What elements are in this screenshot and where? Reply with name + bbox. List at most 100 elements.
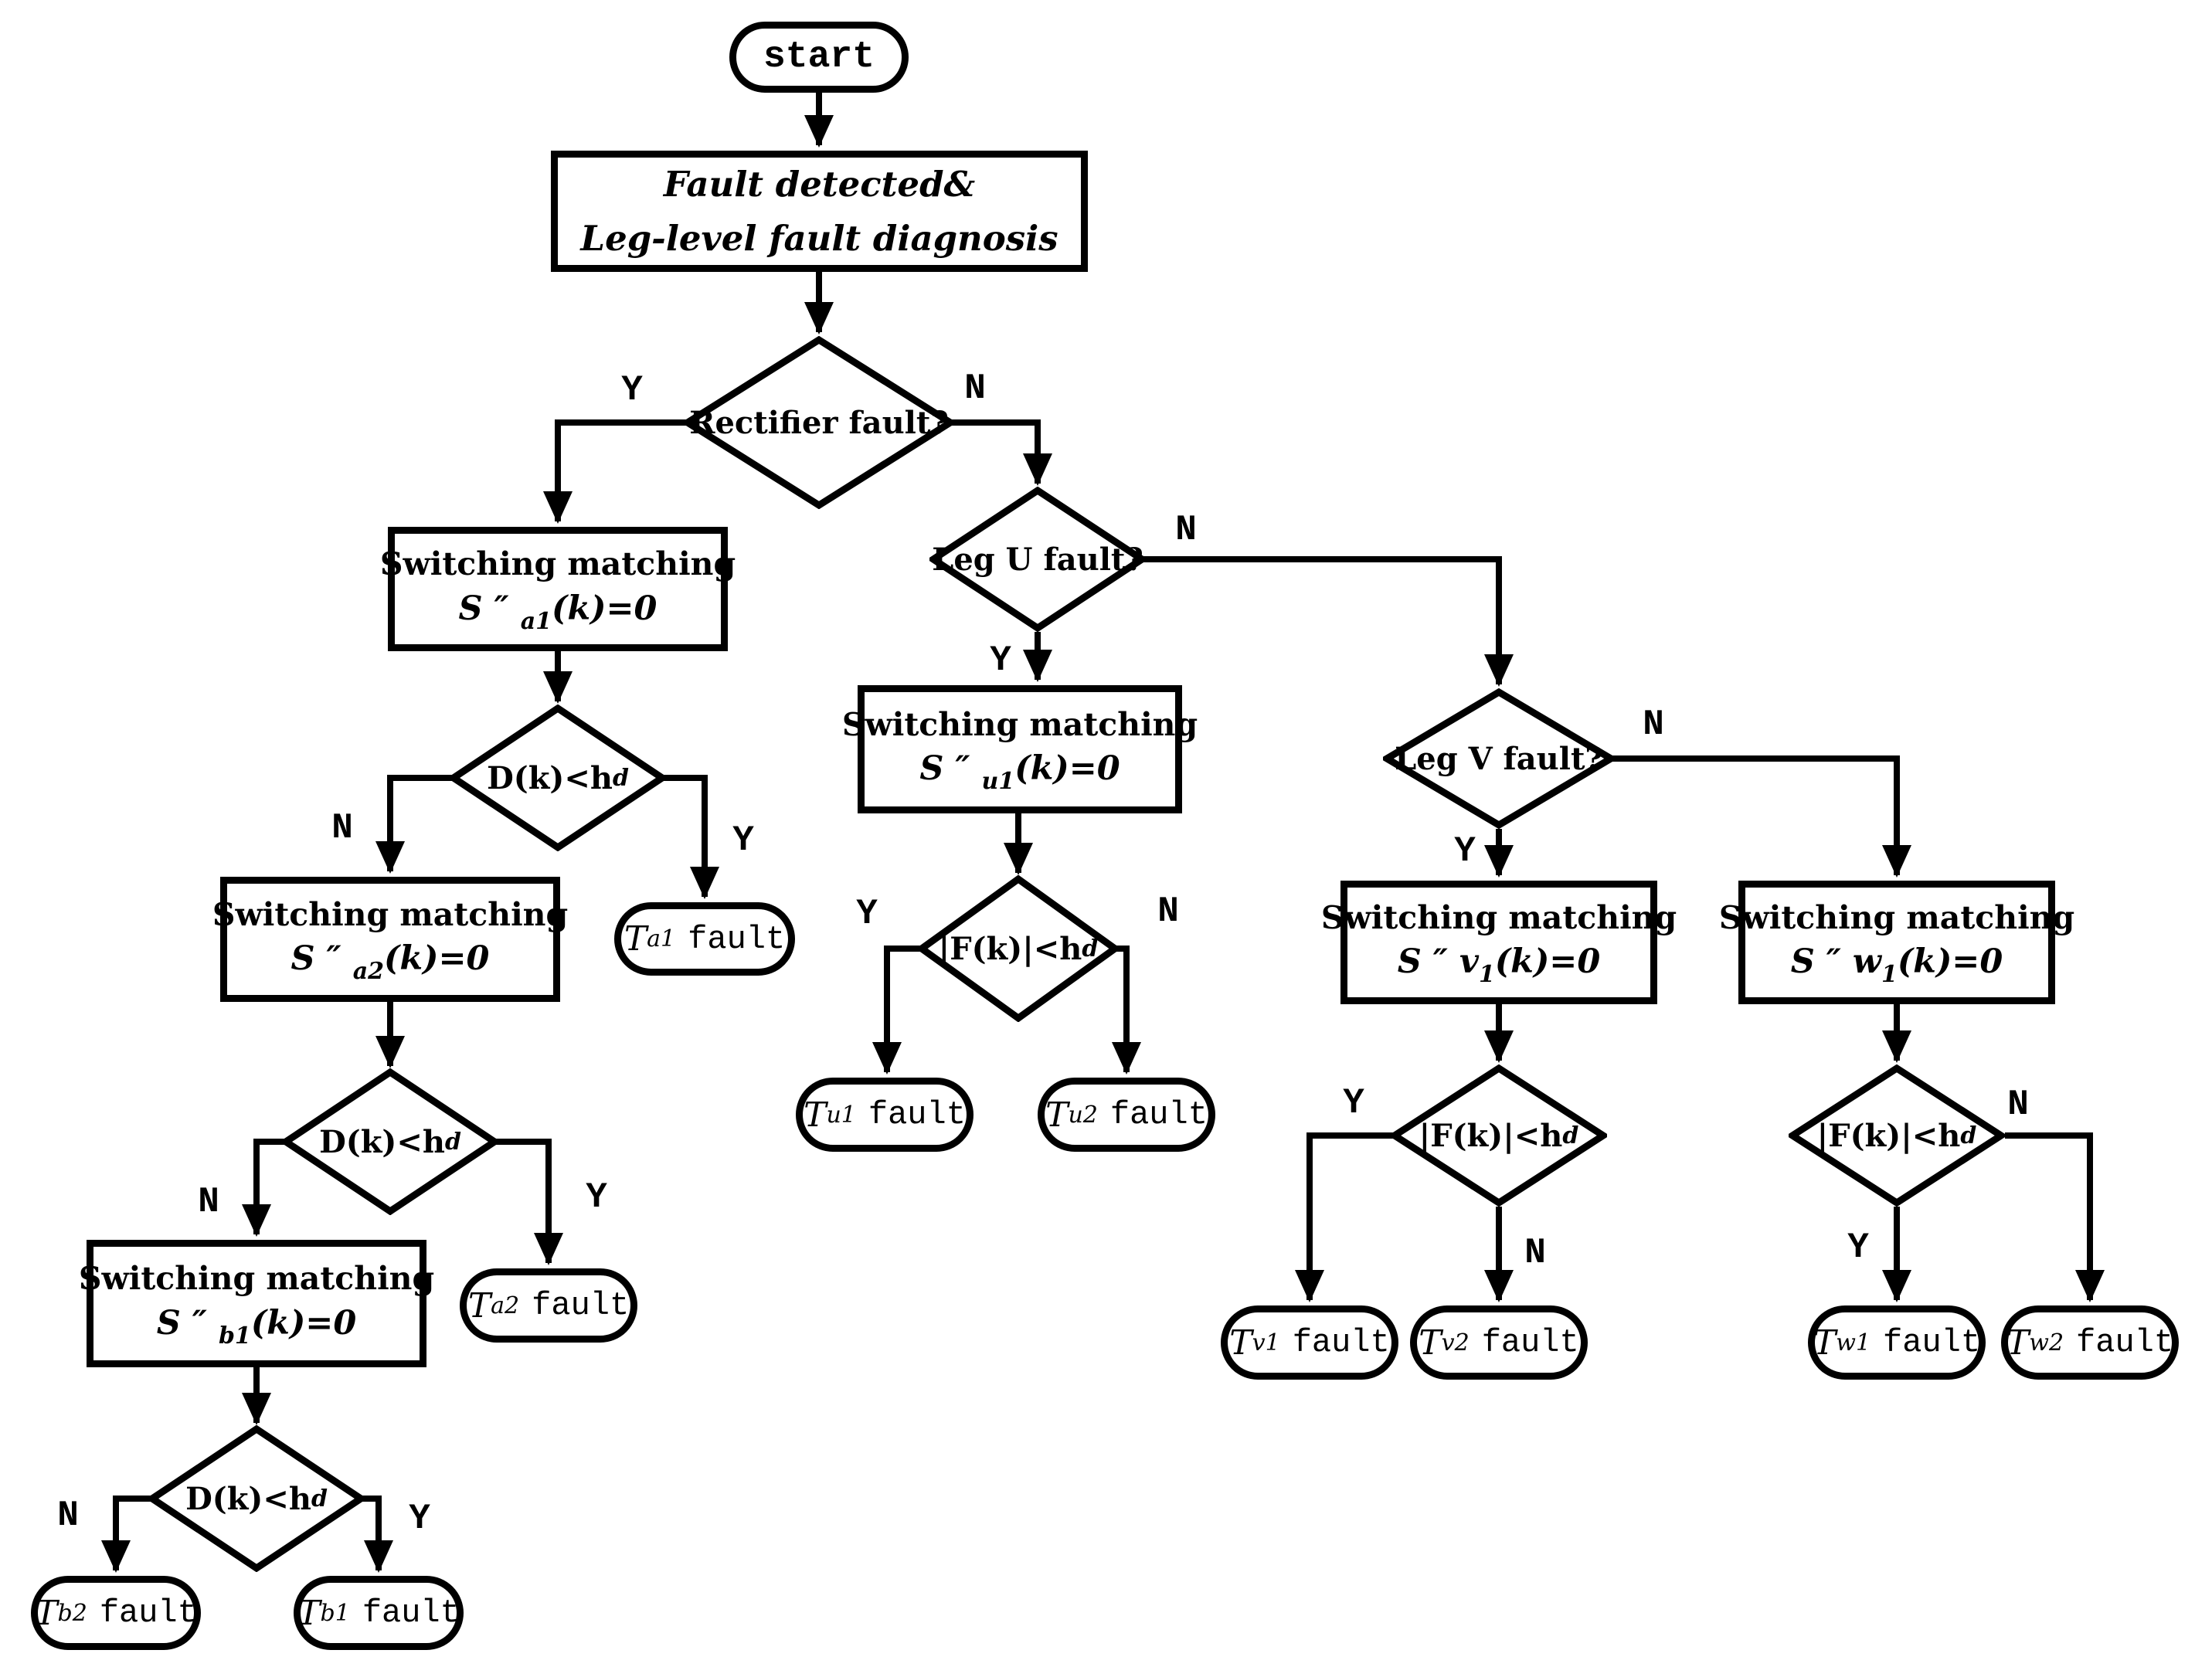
edge-label-leg-v-yes: Y bbox=[1454, 831, 1476, 871]
terminal-fault-text: fault bbox=[1109, 1096, 1208, 1133]
terminal-symbol: T bbox=[35, 1593, 58, 1633]
terminal-subscript: a2 bbox=[491, 1292, 520, 1319]
formula-rest: (k)=0 bbox=[1014, 749, 1120, 789]
process-title: Switching matching bbox=[1718, 898, 2075, 936]
edge-label-fv-yes: Y bbox=[1343, 1083, 1364, 1123]
terminal-fault-text: fault bbox=[868, 1096, 966, 1133]
formula-subscript: d bbox=[1082, 935, 1099, 963]
formula-rest: (k)=0 bbox=[552, 589, 657, 628]
start-label: start bbox=[763, 36, 875, 78]
formula-subscript: a1 bbox=[520, 607, 552, 635]
process-switching-matching-u1: Switching matching S ″ u1(k)=0 bbox=[842, 685, 1198, 813]
terminal-symbol: T bbox=[1813, 1322, 1837, 1363]
edge-label-fw-no: N bbox=[2007, 1085, 2029, 1125]
edge-d1-yes-to-ta1 bbox=[662, 775, 719, 899]
edge-d3-yes-to-tb1 bbox=[361, 1496, 393, 1573]
formula-subscript: d bbox=[444, 1128, 461, 1156]
process-title: Switching matching bbox=[212, 895, 569, 933]
process-formula: S ″ a2(k)=0 bbox=[291, 936, 490, 985]
process-formula: S ″ b1(k)=0 bbox=[157, 1301, 357, 1350]
edge-label-fw-yes: Y bbox=[1847, 1227, 1869, 1268]
edge-fv-yes-to-tv1 bbox=[1295, 1132, 1395, 1302]
diamond-shape bbox=[1391, 1064, 1607, 1207]
terminal-start: start bbox=[729, 22, 909, 93]
process-title: Switching matching bbox=[78, 1260, 435, 1298]
edge-label-rectifier-no: N bbox=[964, 368, 986, 409]
formula-rest: (k)=0 bbox=[384, 939, 490, 979]
edge-leg-u-no-to-leg-v bbox=[1142, 556, 1514, 687]
terminal-fault-text: fault bbox=[532, 1287, 630, 1324]
process-title: Switching matching bbox=[1320, 898, 1677, 936]
terminal-subscript: u1 bbox=[826, 1101, 856, 1129]
formula-rest: (k)=0 bbox=[1897, 942, 2003, 982]
terminal-fault-text: fault bbox=[362, 1594, 460, 1631]
edge-label-d2-no: N bbox=[198, 1182, 219, 1222]
diamond-shape bbox=[148, 1425, 365, 1572]
terminal-subscript: w2 bbox=[2029, 1329, 2064, 1356]
terminal-symbol: T bbox=[804, 1095, 827, 1135]
terminal-fault-text: fault bbox=[1292, 1324, 1390, 1361]
formula-subscript: a2 bbox=[352, 958, 385, 986]
terminal-fault-text: fault bbox=[2076, 1324, 2174, 1361]
terminal-symbol: T bbox=[1045, 1095, 1069, 1135]
edge-label-fv-no: N bbox=[1524, 1233, 1546, 1273]
fault-detected-line2: Leg-level fault diagnosis bbox=[580, 217, 1058, 259]
formula-base: S ″ bbox=[458, 589, 521, 628]
process-switching-matching-a2: Switching matching S ″ a2(k)=0 bbox=[212, 877, 568, 1002]
decision-question: Leg V fault? bbox=[1395, 740, 1603, 777]
edge-fw-no-to-tw2 bbox=[2005, 1132, 2105, 1302]
edge-label-rectifier-yes: Y bbox=[621, 370, 643, 410]
decision-rectifier-fault: Rectifier fault? bbox=[684, 336, 954, 509]
process-title: Switching matching bbox=[379, 545, 736, 583]
terminal-fault-text: fault bbox=[1481, 1324, 1579, 1361]
edge-label-d3-no: N bbox=[57, 1496, 79, 1536]
edge-label-leg-u-no: N bbox=[1175, 510, 1197, 550]
process-fault-detected: Fault detected& Leg-level fault diagnosi… bbox=[551, 151, 1088, 272]
formula-base: |F(k)|<h bbox=[938, 930, 1082, 967]
formula-subscript: d bbox=[311, 1485, 328, 1513]
diamond-shape bbox=[929, 487, 1146, 632]
process-switching-matching-w1: Switching matching S ″ w1(k)=0 bbox=[1719, 881, 2074, 1004]
formula-subscript: 1 bbox=[1881, 961, 1898, 989]
terminal-subscript: a1 bbox=[647, 925, 676, 952]
diamond-shape bbox=[1383, 688, 1615, 829]
edge-label-leg-v-no: N bbox=[1643, 704, 1664, 745]
edge-label-leg-u-yes: Y bbox=[990, 640, 1011, 681]
decision-question: Rectifier fault? bbox=[689, 404, 949, 441]
decision-leg-u-fault: Leg U fault? bbox=[929, 487, 1146, 632]
decision-question: Leg U fault? bbox=[932, 541, 1143, 578]
terminal-symbol: T bbox=[1229, 1322, 1252, 1363]
terminal-fault-text: fault bbox=[99, 1594, 197, 1631]
formula-base: D(k)<h bbox=[185, 1480, 311, 1517]
terminal-symbol: T bbox=[467, 1285, 491, 1326]
process-formula: S ″ v1(k)=0 bbox=[1398, 939, 1601, 988]
diamond-shape bbox=[450, 704, 666, 851]
edge-rectifier-yes-to-sw-a1 bbox=[543, 419, 688, 524]
edge-rectifier-no-to-leg-u bbox=[950, 419, 1052, 486]
terminal-subscript: w1 bbox=[1836, 1329, 1871, 1356]
terminal-subscript: v2 bbox=[1441, 1329, 1470, 1356]
formula-subscript: 1 bbox=[1478, 961, 1495, 989]
diamond-shape bbox=[918, 875, 1119, 1022]
edge-label-d1-no: N bbox=[331, 808, 353, 848]
diamond-shape bbox=[684, 336, 954, 509]
